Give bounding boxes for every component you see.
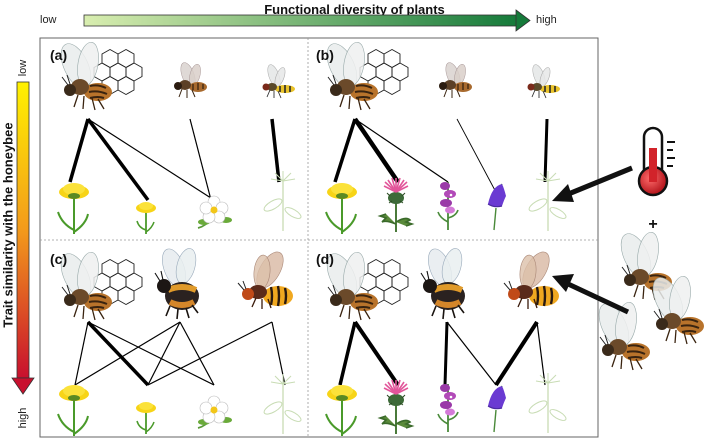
- hoverfly-icon: [261, 62, 296, 99]
- figure-frame: [39, 37, 599, 438]
- top-axis-title: Functional diversity of plants: [264, 2, 445, 17]
- panel-b: [319, 38, 569, 235]
- bumblebee-icon: [421, 246, 465, 319]
- honeybee-swarm: [591, 228, 705, 371]
- wild-bee-icon: [438, 60, 473, 99]
- bellflower-icon: [487, 385, 507, 433]
- purple-snapdragon-icon: [437, 181, 459, 231]
- panel-label-b: (b): [316, 47, 334, 63]
- bellflower-icon: [487, 183, 507, 231]
- umbellifer-icon: [261, 373, 304, 435]
- dandelion-icon: [325, 384, 358, 437]
- dandelion-icon: [57, 384, 90, 437]
- thistle-icon: [379, 177, 413, 233]
- thistle-icon: [379, 379, 413, 435]
- dandelion-icon: [57, 182, 90, 235]
- panel-label-d: (d): [316, 251, 334, 267]
- white-flower-icon: [197, 195, 233, 229]
- network-links-c: [74, 320, 286, 387]
- panel-a: [53, 38, 304, 235]
- white-flower-icon: [197, 395, 233, 429]
- wild-bee-icon: [173, 60, 208, 99]
- warming-arrow: [552, 165, 633, 202]
- introduction-arrow: [552, 274, 630, 315]
- thermometer-icon: [637, 126, 675, 197]
- umbellifer-icon: [526, 372, 569, 434]
- bumblebee-icon: [155, 246, 199, 319]
- umbellifer-icon: [261, 170, 304, 232]
- small-dandelion-icon: [135, 401, 157, 435]
- panel-label-a: (a): [50, 47, 67, 63]
- top-axis-high-label: high: [536, 14, 557, 26]
- network-links-a: [68, 117, 281, 202]
- top-axis-low-label: low: [40, 14, 57, 26]
- plus-sign: +: [648, 216, 657, 233]
- dandelion-icon: [325, 182, 358, 235]
- purple-snapdragon-icon: [437, 383, 459, 433]
- panel-d: [319, 246, 569, 437]
- panel-label-c: (c): [50, 251, 67, 267]
- network-links-d: [338, 320, 546, 387]
- panel-c: [53, 246, 304, 437]
- hornet-icon: [502, 246, 561, 311]
- small-dandelion-icon: [135, 201, 157, 235]
- top-gradient-arrow: [83, 9, 531, 32]
- side-gradient-arrow: [11, 81, 35, 395]
- honeybee-icon: [645, 272, 705, 345]
- network-links-b: [333, 117, 549, 197]
- hoverfly-icon: [526, 62, 561, 99]
- hornet-icon: [236, 246, 295, 311]
